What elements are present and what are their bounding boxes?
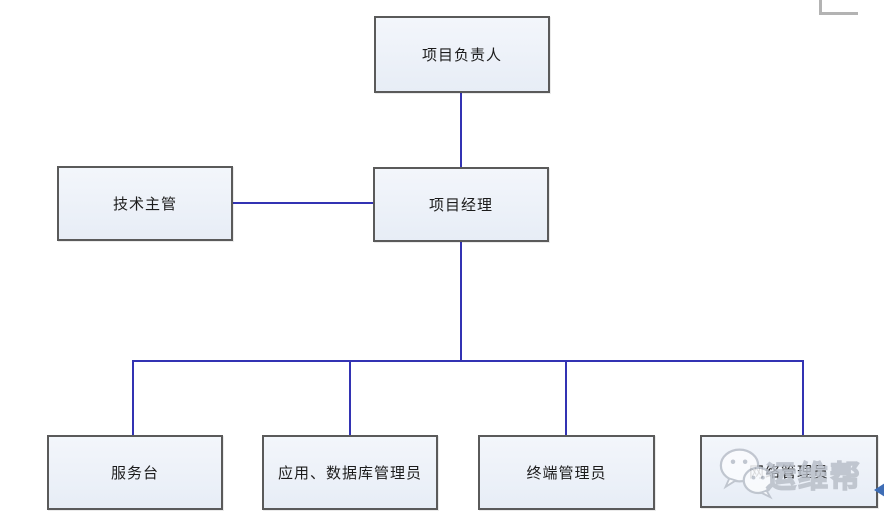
node-project-leader: 项目负责人: [374, 16, 550, 93]
node-label: 技术主管: [112, 196, 177, 213]
node-label: 项目负责人: [421, 47, 502, 64]
node-label: 网络管理员: [748, 464, 829, 481]
connector-bus-horizontal: [132, 360, 804, 362]
connector-drop-terminal-admin: [565, 360, 567, 435]
connector-drop-network-admin: [802, 360, 804, 435]
node-terminal-admin: 终端管理员: [478, 435, 655, 510]
connector-tech-manager: [233, 202, 373, 204]
node-label: 终端管理员: [526, 465, 607, 482]
node-label: 应用、数据库管理员: [277, 465, 422, 482]
connector-drop-app-db-admin: [349, 360, 351, 435]
connector-leader-manager: [460, 93, 462, 167]
clipped-arrow-icon: [874, 483, 884, 497]
node-label: 服务台: [110, 465, 159, 482]
node-tech-supervisor: 技术主管: [57, 166, 233, 241]
node-service-desk: 服务台: [47, 435, 223, 510]
node-project-manager: 项目经理: [373, 167, 549, 242]
connector-manager-bus: [460, 242, 462, 362]
connector-drop-service-desk: [132, 360, 134, 435]
node-app-db-admin: 应用、数据库管理员: [262, 435, 438, 510]
node-label: 项目经理: [428, 197, 493, 214]
node-network-admin: 网络管理员: [700, 435, 878, 508]
cropped-frame-corner-vertical: [819, 0, 822, 14]
cropped-frame-corner-horizontal: [819, 12, 858, 15]
